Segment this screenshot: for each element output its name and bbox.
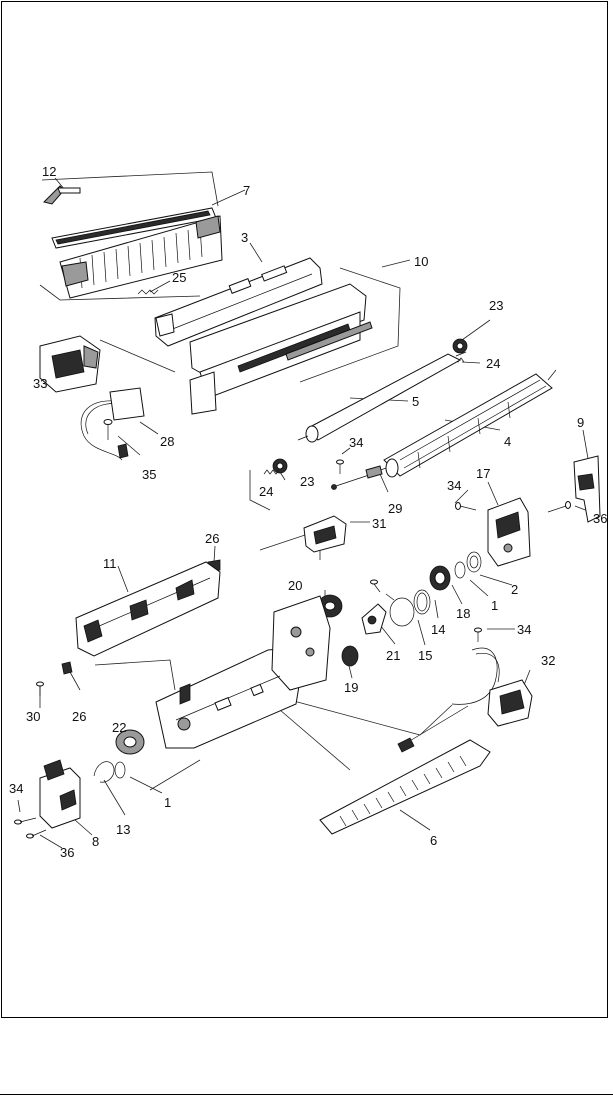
label-14: 14 — [431, 622, 445, 637]
part-15-spring — [386, 594, 414, 626]
part-2-washer — [467, 552, 481, 572]
label-20: 20 — [288, 578, 302, 593]
part-28-harness — [81, 388, 144, 460]
part-13-spring — [94, 762, 114, 783]
label-36-lower-left: 36 — [60, 845, 74, 860]
label-29: 29 — [388, 501, 402, 516]
part-19-gear — [342, 646, 358, 666]
part-1-ring-right — [455, 562, 465, 578]
label-35: 35 — [142, 467, 156, 482]
label-26-lower: 26 — [72, 709, 86, 724]
part-23-gear-mid — [273, 459, 287, 473]
label-24-top: 24 — [486, 356, 500, 371]
label-26-top: 26 — [205, 531, 219, 546]
label-17: 17 — [476, 466, 490, 481]
part-14-ring — [414, 590, 430, 614]
label-9: 9 — [577, 415, 584, 430]
parts — [15, 186, 601, 838]
label-7: 7 — [243, 183, 250, 198]
label-3: 3 — [241, 230, 248, 245]
label-34-lower-left: 34 — [9, 781, 23, 796]
label-32: 32 — [541, 653, 555, 668]
label-34-lower-right: 34 — [517, 622, 531, 637]
label-30: 30 — [26, 709, 40, 724]
label-36-right: 36 — [593, 511, 607, 526]
part-35-screw — [104, 420, 112, 441]
part-17-side-frame — [488, 498, 530, 566]
label-24-mid: 24 — [259, 484, 273, 499]
label-19: 19 — [344, 680, 358, 695]
part-32-harness — [398, 648, 532, 752]
part-36-screw-right — [548, 502, 571, 513]
part-31-clip — [304, 516, 346, 552]
part-11-guide — [76, 562, 220, 656]
label-34-right: 34 — [447, 478, 461, 493]
label-23-top: 23 — [489, 298, 503, 313]
part-25-spring — [138, 290, 158, 294]
label-18: 18 — [456, 606, 470, 621]
label-12: 12 — [42, 164, 56, 179]
label-34-upper: 34 — [349, 435, 363, 450]
label-13: 13 — [116, 822, 130, 837]
label-5: 5 — [412, 394, 419, 409]
label-15: 15 — [418, 648, 432, 663]
part-26-clip-lower — [62, 662, 72, 674]
label-23-mid: 23 — [300, 474, 314, 489]
part-34-screw-right — [456, 503, 477, 511]
label-11: 11 — [103, 556, 117, 571]
part-1-ring-lower — [115, 762, 125, 778]
part-34-screw-upper — [337, 460, 344, 474]
label-22: 22 — [112, 720, 126, 735]
label-6: 6 — [430, 833, 437, 848]
part-21-arm — [362, 604, 386, 634]
part-screw-center — [371, 580, 381, 592]
part-8-left-bracket — [40, 760, 80, 828]
label-2: 2 — [511, 582, 518, 597]
part-6-lower-guide — [320, 740, 490, 834]
label-1-right: 1 — [491, 598, 498, 613]
part-33-switch — [40, 336, 100, 392]
label-8: 8 — [92, 834, 99, 849]
label-25: 25 — [172, 270, 186, 285]
part-7-guide-assembly — [52, 208, 222, 298]
label-28: 28 — [160, 434, 174, 449]
part-12-lever — [44, 186, 80, 204]
part-23-gear-top — [453, 339, 467, 353]
part-29-thermistor — [332, 466, 383, 490]
label-33: 33 — [33, 376, 47, 391]
part-18-bearing — [430, 566, 450, 590]
label-10: 10 — [414, 254, 428, 269]
part-30-screw — [37, 682, 44, 696]
part-34-screw-lower-left — [15, 818, 37, 824]
part-34-screw-lower-right — [475, 628, 482, 642]
label-1-lower: 1 — [164, 795, 171, 810]
label-31: 31 — [372, 516, 386, 531]
label-4: 4 — [504, 434, 511, 449]
label-21: 21 — [386, 648, 400, 663]
part-main-frame — [156, 596, 330, 748]
